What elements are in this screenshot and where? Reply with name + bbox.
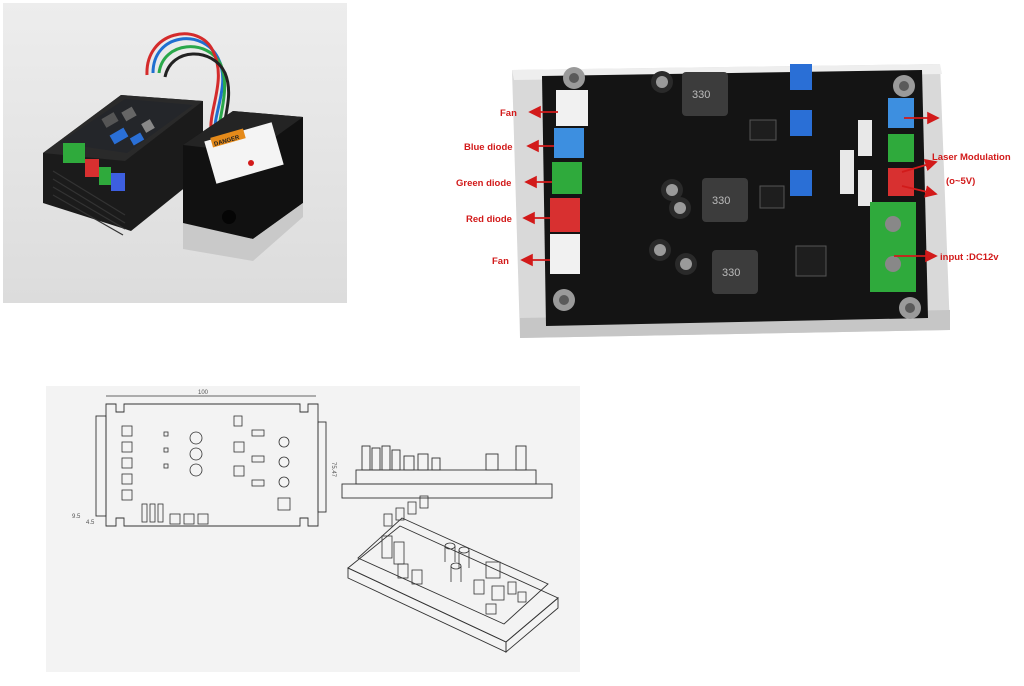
product-photo: DANGER <box>3 3 347 303</box>
label-laser-modulation: Laser Modulation <box>932 152 1011 163</box>
fan-connector-bottom <box>550 234 580 274</box>
label-blue-diode: Blue diode <box>464 142 513 153</box>
inductor-marking: 330 <box>712 195 730 207</box>
dim-height: 75.47 <box>330 462 336 478</box>
product-photo-illustration: DANGER <box>3 3 347 303</box>
modulation-connector-green <box>888 134 914 162</box>
annotated-board: 330 330 330 <box>450 0 1024 370</box>
dim-width: 100 <box>198 390 209 396</box>
red-diode-connector <box>550 198 580 232</box>
potentiometer <box>790 64 812 90</box>
annotation-arrows <box>520 105 940 267</box>
label-modulation-range: (o~5V) <box>946 176 975 187</box>
inductor <box>702 178 748 222</box>
modulation-connector-blue <box>888 98 914 128</box>
isometric-view <box>347 495 559 653</box>
label-green-diode: Green diode <box>456 178 511 189</box>
blue-diode-connector <box>554 128 584 158</box>
pcb-board: 330 330 330 <box>542 64 928 326</box>
label-red-diode: Red diode <box>466 214 512 225</box>
potentiometer <box>790 110 812 136</box>
modulation-connector-red <box>888 168 914 196</box>
side-view <box>341 445 553 499</box>
label-fan-top: Fan <box>500 108 517 119</box>
inductor-marking: 330 <box>692 89 710 101</box>
drawing-illustration: 100 75.47 9.5 4.5 <box>72 390 559 653</box>
driver-terminals <box>63 143 125 191</box>
dc-input-terminal <box>870 202 916 292</box>
inductor <box>682 72 728 116</box>
board-illustration: 330 330 330 <box>456 64 1011 338</box>
fan-connector-top <box>556 90 588 126</box>
label-fan-bottom: Fan <box>492 256 509 267</box>
dim-side-a: 9.5 <box>72 514 81 520</box>
driver-pcb <box>59 99 193 153</box>
green-diode-connector <box>552 162 582 194</box>
inductor-marking: 330 <box>722 267 740 279</box>
potentiometer <box>790 170 812 196</box>
laser-module: DANGER <box>183 111 303 261</box>
label-input-voltage: input :DC12v <box>940 252 999 263</box>
dim-side-b: 4.5 <box>86 520 95 526</box>
technical-drawing: 100 75.47 9.5 4.5 <box>46 386 580 672</box>
top-view: 100 75.47 9.5 4.5 <box>72 390 336 527</box>
inductor <box>712 250 758 294</box>
